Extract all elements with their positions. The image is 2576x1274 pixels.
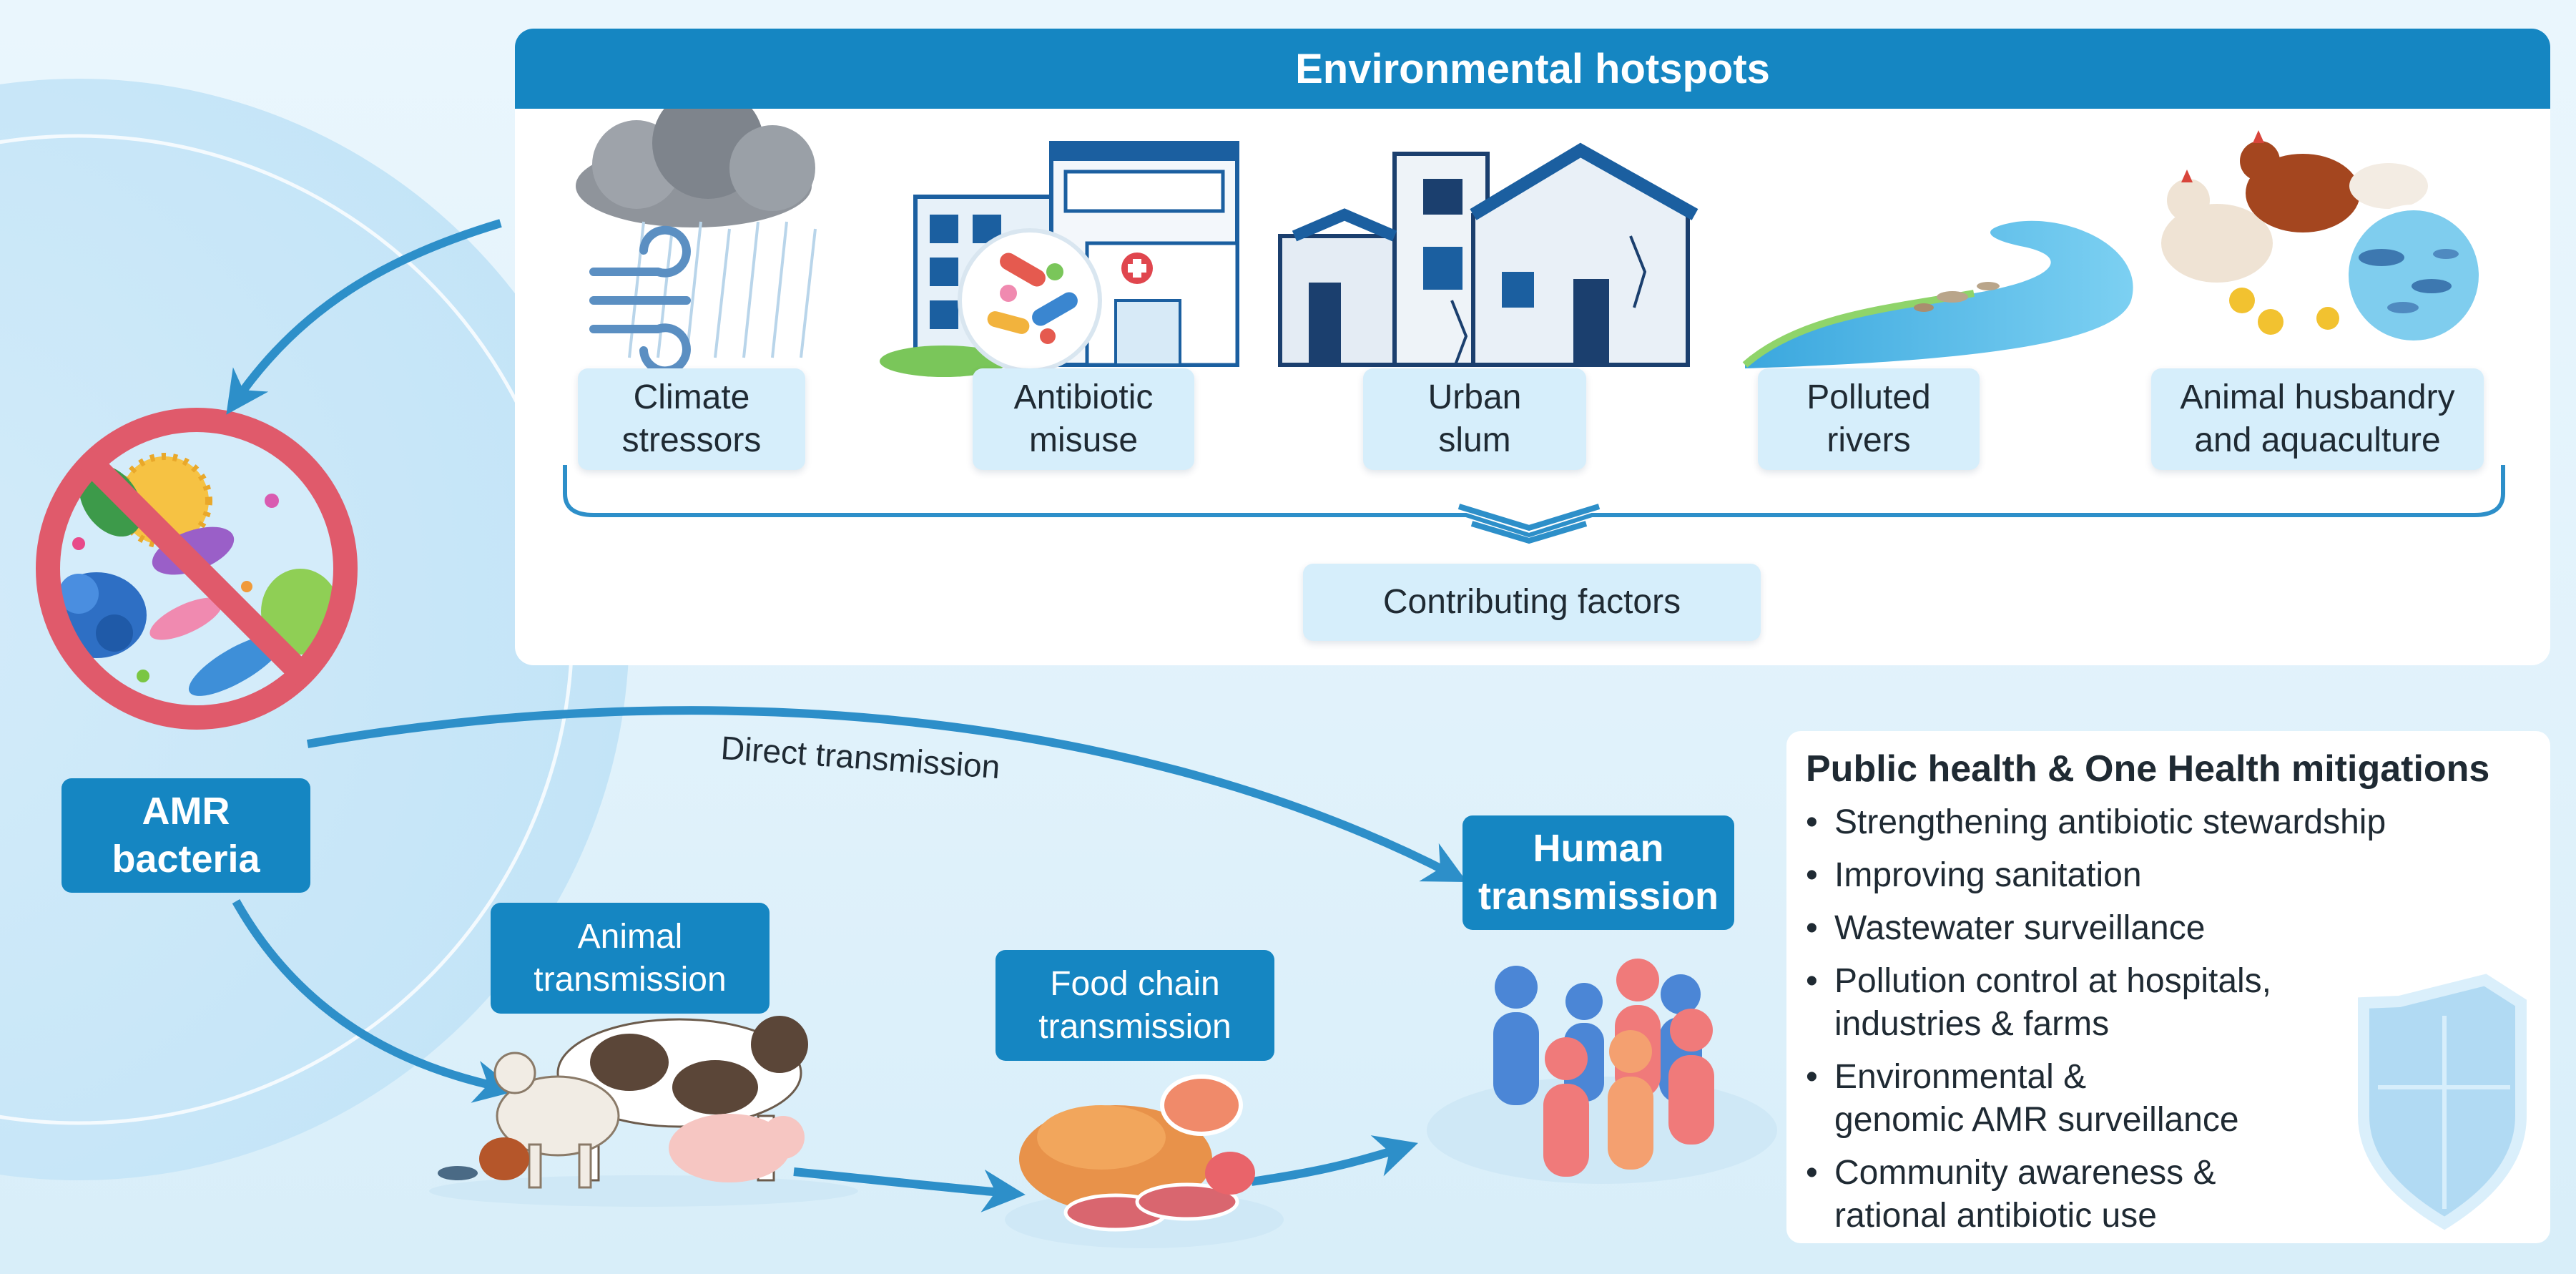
hotspot-label-text: Antibiotic misuse: [1013, 378, 1154, 459]
mitigation-item: • Wastewater surveillance: [1806, 907, 2421, 950]
people-group-icon: [1427, 959, 1777, 1184]
livestock-icon: [429, 1016, 858, 1207]
hospital-pills-icon: [880, 141, 1239, 377]
bullet-icon: •: [1806, 856, 1818, 894]
human-transmission-label: Human transmission: [1462, 815, 1734, 930]
contributing-factors-text: Contributing factors: [1382, 583, 1681, 621]
mitigation-item: • Community awareness & rational antibio…: [1806, 1152, 2421, 1238]
amr-to-animal-arrow: [232, 899, 518, 1103]
bullet-icon: •: [1806, 1154, 1818, 1192]
meat-food-icon: [1005, 1074, 1284, 1248]
hotspot-label-text: Animal husbandry and aquaculture: [2180, 378, 2455, 459]
animal-transmission-text: Animal transmission: [534, 917, 727, 999]
food-chain-transmission-label: Food chain transmission: [996, 950, 1274, 1061]
hotspot-label-animal: Animal husbandry and aquaculture: [2151, 368, 2484, 470]
hotspots-title: Environmental hotspots: [1295, 45, 1770, 92]
mitigation-text: Strengthening antibiotic stewardship: [1834, 803, 2386, 841]
bullet-icon: •: [1806, 803, 1818, 841]
livestock-fish-icon: [2161, 130, 2484, 346]
chevron-down-icon: [1457, 504, 1601, 544]
mitigation-item: • Environmental & genomic AMR surveillan…: [1806, 1056, 2421, 1142]
slum-buildings-icon: [1278, 142, 1699, 367]
hotspot-label-antibiotic: Antibiotic misuse: [973, 368, 1194, 470]
hotspot-label-text: Climate stressors: [621, 378, 762, 459]
bullet-icon: •: [1806, 909, 1818, 947]
climate-storm-icon: [576, 87, 817, 376]
mitigation-text: Environmental & genomic AMR surveillance: [1834, 1058, 2239, 1139]
bacteria-prohibited-icon: [36, 408, 358, 730]
contributing-factors-label: Contributing factors: [1303, 564, 1761, 641]
food-to-human-arrow: [1251, 1135, 1418, 1186]
amr-bacteria-label: AMR bacteria: [62, 778, 310, 893]
animal-to-food-arrow: [793, 1167, 1026, 1212]
mitigation-item: • Improving sanitation: [1806, 854, 2421, 897]
mitigation-text: Community awareness & rational antibioti…: [1834, 1154, 2216, 1235]
hotspot-label-slum: Urban slum: [1363, 368, 1586, 470]
food-chain-transmission-text: Food chain transmission: [1038, 964, 1232, 1046]
mitigations-title: Public health & One Health mitigations: [1806, 748, 2490, 790]
direct-transmission-arrow: [306, 706, 1468, 883]
bullet-icon: •: [1806, 1058, 1818, 1096]
human-transmission-text: Human transmission: [1478, 826, 1719, 918]
mitigation-item: • Strengthening antibiotic stewardship: [1806, 801, 2421, 844]
mitigation-item: • Pollution control at hospitals, indust…: [1806, 960, 2421, 1046]
mitigations-list: • Strengthening antibiotic stewardship •…: [1806, 801, 2421, 1238]
hotspot-label-climate: Climate stressors: [578, 368, 805, 470]
hotspot-label-rivers: Polluted rivers: [1758, 368, 1980, 470]
contributing-bracket: [563, 465, 2505, 538]
mitigation-text: Wastewater surveillance: [1834, 909, 2206, 947]
mitigation-text: Improving sanitation: [1834, 856, 2142, 894]
hotspot-label-text: Polluted rivers: [1806, 378, 1931, 459]
hotspot-label-text: Urban slum: [1427, 378, 1522, 459]
animal-transmission-label: Animal transmission: [491, 903, 770, 1014]
hotspots-header: Environmental hotspots: [515, 29, 2550, 109]
mitigation-text: Pollution control at hospitals, industri…: [1834, 962, 2272, 1043]
shield-icon: [2358, 974, 2527, 1230]
amr-bacteria-text: AMR bacteria: [112, 789, 260, 881]
bullet-icon: •: [1806, 962, 1818, 1000]
river-icon: [1742, 220, 2133, 368]
hotspots-to-amr-arrow: [226, 219, 502, 415]
